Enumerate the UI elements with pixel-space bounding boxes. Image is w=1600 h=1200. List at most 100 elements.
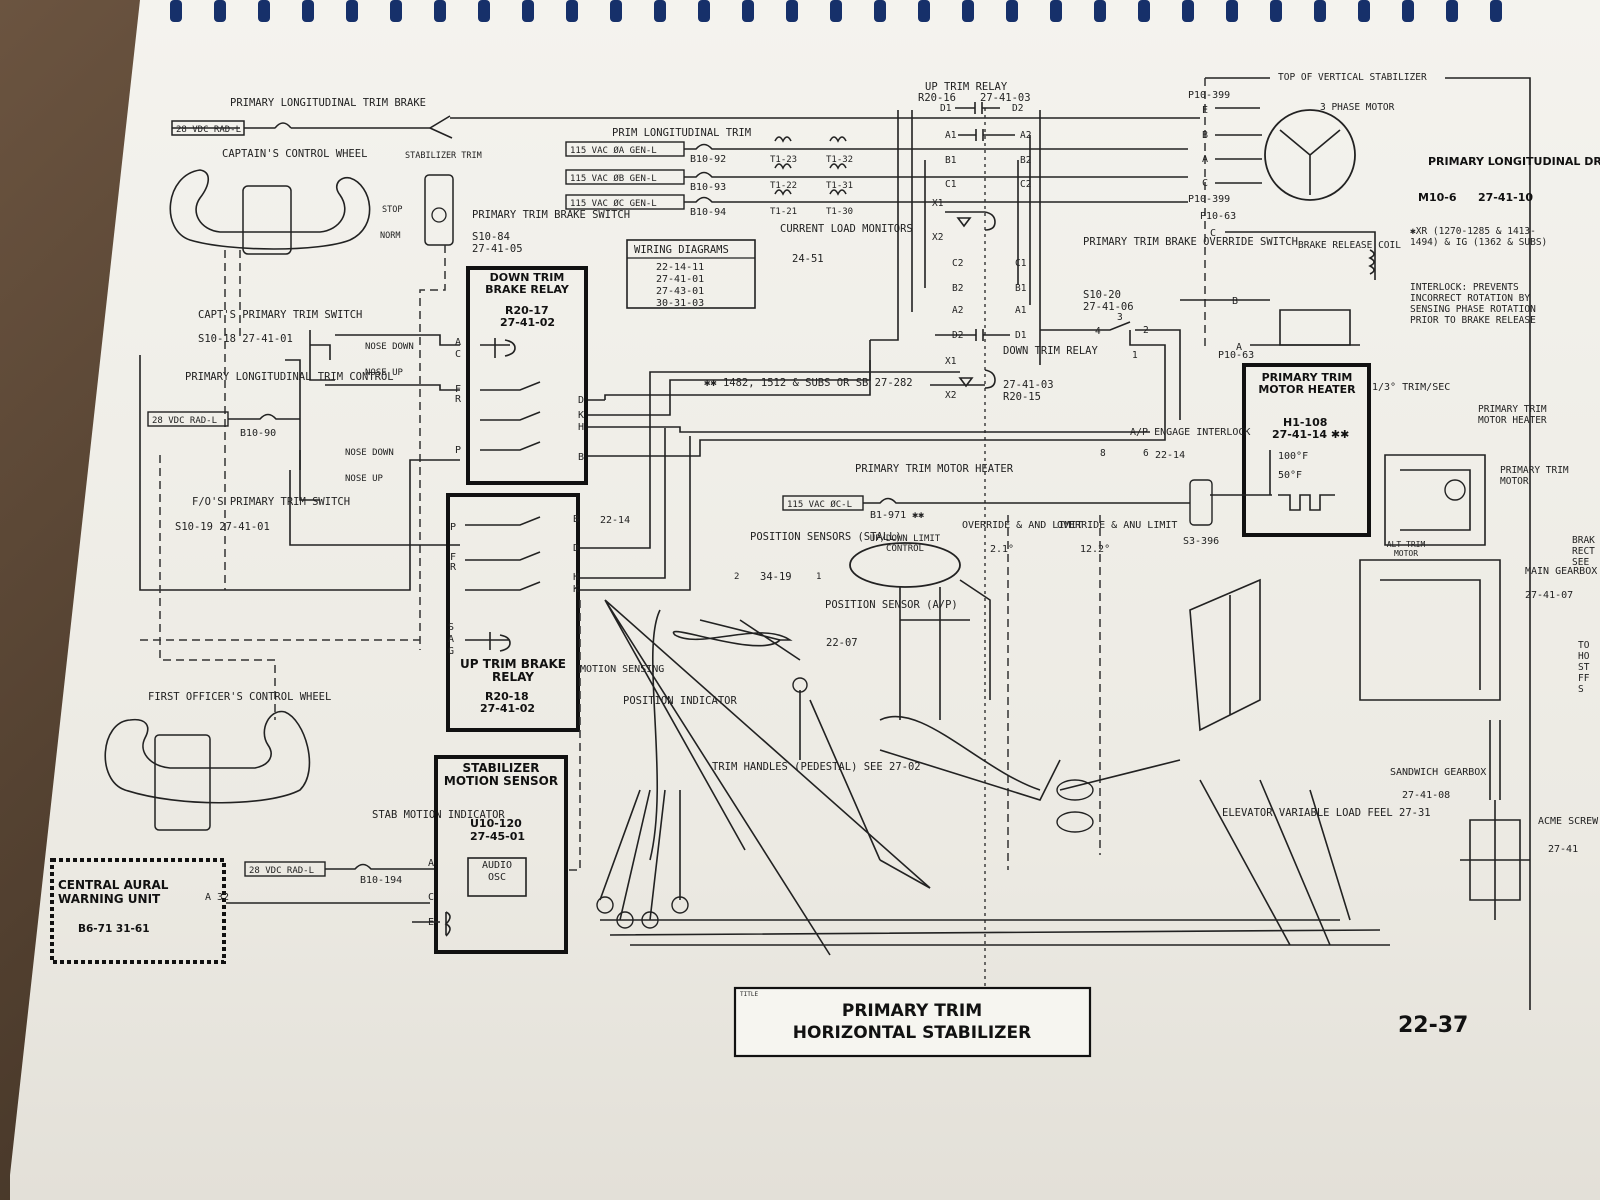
label-captains-wheel: CAPTAIN'S CONTROL WHEEL <box>222 148 367 160</box>
utbr-out-b: B <box>573 514 579 525</box>
vdc-rad-l-2: 28 VDC RAD-L <box>152 416 217 426</box>
sandwich-gearbox-ref: 27-41-08 <box>1402 790 1450 801</box>
sms-pin-a: A <box>428 858 434 869</box>
trim-brake-wire <box>244 122 430 129</box>
relay-contact-d-lower <box>604 329 1010 400</box>
audio-osc-label: AUDIO OSC <box>481 860 513 883</box>
utbr-pin-s: S <box>448 622 454 633</box>
contact-b1: B1 <box>945 155 957 166</box>
to-ho: TO HO ST FF S <box>1578 640 1590 695</box>
utbr-out-k: K <box>573 584 579 595</box>
motion-sensing: MOTION SENSING <box>580 664 664 675</box>
title-block <box>733 986 1092 1058</box>
down-trim-relay-ref: 27-41-03 <box>1003 379 1054 391</box>
main-gearbox-ref: 27-41-07 <box>1525 590 1573 601</box>
ap-engage-ref: 22-14 <box>1155 450 1185 461</box>
motion-sensing-link <box>566 600 581 871</box>
switch-knob-icon <box>431 207 447 223</box>
caw-title: CENTRAL AURAL WARNING UNIT <box>58 878 169 906</box>
up-trim-relay-id: R20-16 <box>918 92 956 104</box>
trim-rate: 1/3° TRIM/SEC <box>1372 382 1450 393</box>
down-trim-relay-id: R20-15 <box>1003 391 1041 403</box>
contact-c2-lower: C2 <box>952 258 963 269</box>
contact-c1-lower: C1 <box>1015 258 1027 269</box>
caw-ref: B6-71 31-61 <box>78 923 150 935</box>
pivot-icon <box>792 677 808 693</box>
wiring-diagrams-title: WIRING DIAGRAMS <box>634 244 729 256</box>
heater-title-wrap: PRIMARY TRIM MOTOR HEATER <box>1258 372 1356 396</box>
middle-heater-label: PRIMARY TRIM MOTOR HEATER <box>855 463 1014 475</box>
wiring-ref-1: 22-14-11 <box>656 262 704 273</box>
vac-a: 115 VAC ØA GEN-L <box>570 145 657 156</box>
contact-d1: D1 <box>940 103 952 114</box>
breaker-b10-92: B10-92 <box>690 154 726 165</box>
contact-a2: A2 <box>1020 130 1031 141</box>
note-1482: ✱✱ 1482, 1512 & SUBS OR SB 27-282 <box>704 377 913 389</box>
p10-399-a: P10-399 <box>1188 90 1230 101</box>
down-trim-brake-relay: DOWN TRIM BRAKE RELAY R20-17 27-41-02 A … <box>455 266 1150 485</box>
feel-cables <box>1199 779 1351 946</box>
heater-50f: 50°F <box>1278 470 1302 481</box>
pin-1: 1 <box>1132 350 1138 361</box>
rm-heater-wrap: PRIMARY TRIM MOTOR HEATER <box>1478 404 1547 426</box>
down-trim-brake-relay-box <box>466 266 588 485</box>
t1-32: T1-32 <box>826 155 853 165</box>
pin-b-brake: B <box>1232 296 1238 307</box>
position-sensors-stall: POSITION SENSORS (STALL) <box>750 531 902 543</box>
dtbr-pin-p: P <box>455 445 461 456</box>
dtbr-internals <box>480 338 541 451</box>
utbr-ref: 27-41-02 <box>480 702 535 715</box>
heater-title: PRIMARY TRIM MOTOR HEATER <box>1258 372 1356 396</box>
spiral-binding <box>170 0 1502 22</box>
motor-feed-wires <box>1215 107 1262 184</box>
breaker-b10-90: B10-90 <box>240 428 276 439</box>
trim-handles: TRIM HANDLES (PEDESTAL) SEE 27-02 <box>712 761 921 773</box>
contact-a1: A1 <box>945 130 957 141</box>
cable-quadrant-2-icon <box>1056 811 1094 833</box>
position-sensor-ap-ref: 22-07 <box>826 637 858 649</box>
vdc-2-wiring <box>228 359 301 470</box>
override-switch-block: PRIMARY TRIM BRAKE OVERRIDE SWITCH S10-2… <box>1040 236 1298 441</box>
acme-screw: ACME SCREW <box>1538 816 1599 827</box>
p10-63-a: P10-63 <box>1200 211 1236 222</box>
sensor-1: 1 <box>816 572 821 582</box>
capt-switch-wiring <box>309 330 460 381</box>
acme-screw-assembly <box>1460 720 1530 920</box>
trim-brake-switch <box>429 115 1200 139</box>
label-prim-long-trim-brake: PRIMARY LONGITUDINAL TRIM BRAKE <box>230 97 426 109</box>
trim-brake-switch-icon <box>424 174 454 246</box>
vdc-3-wiring <box>325 863 435 870</box>
up-trim-brake-relay-box <box>446 493 580 732</box>
drive-note-2: INTERLOCK: PREVENTS INCORRECT ROTATION B… <box>1410 282 1536 326</box>
override-value: 2.1° <box>990 544 1014 555</box>
label-norm: NORM <box>380 231 400 241</box>
utbr-internals <box>465 516 541 652</box>
nose-down-1: NOSE DOWN <box>365 342 414 352</box>
t1-21: T1-21 <box>770 207 797 217</box>
utbr-pin-p: P <box>450 522 456 533</box>
middle-section: ✱✱ 1482, 1512 & SUBS OR SB 27-282 A/P EN… <box>580 377 1431 956</box>
wiring-ref-2: 27-41-01 <box>656 274 704 285</box>
position-indicator: POSITION INDICATOR <box>623 695 737 707</box>
captains-control-wheel-icon <box>169 169 371 250</box>
contact-a1-lower: A1 <box>1015 305 1027 316</box>
limit-dashed-links <box>1007 515 1101 870</box>
utbr-pin-a: A <box>448 634 454 645</box>
vertical-stab-border <box>1205 77 1531 1010</box>
relay-bus-wires <box>870 110 1041 365</box>
fo-switch-wiring <box>139 355 460 591</box>
dtbr-ref: 27-41-02 <box>500 316 555 329</box>
limit-control-disc-icon <box>849 542 961 588</box>
captains-wheel-column <box>242 185 292 255</box>
pin-a: A <box>1202 154 1208 165</box>
sms-title: STABILIZER MOTION SENSOR <box>443 762 559 788</box>
dtbr-title-wrap: DOWN TRIM BRAKE RELAY <box>485 272 569 296</box>
utbr-out-h: H <box>573 572 579 583</box>
diagram-title-line-1: PRIMARY TRIM <box>842 1001 982 1021</box>
trim-handles-icon <box>599 609 681 921</box>
ap-pin-6: 6 <box>1143 448 1149 459</box>
coil-x2-lower: X2 <box>945 390 956 401</box>
three-phase-motor-icon <box>1264 109 1356 201</box>
